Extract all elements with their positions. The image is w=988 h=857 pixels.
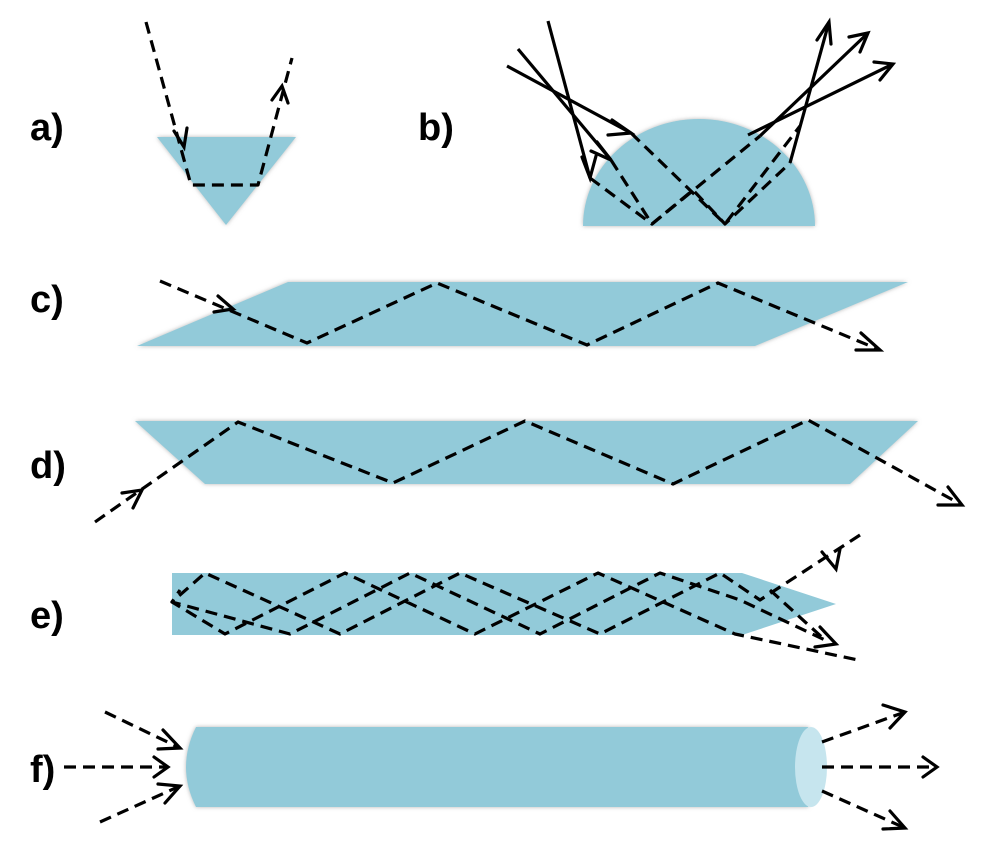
panel-d-ray [94,418,963,524]
panel-f-arrow-in-top [156,728,184,751]
panel-e-ray-2 [170,571,827,642]
panel-b-label: b) [418,107,454,149]
panel-f-arrow-in-middle [152,755,171,779]
panel-e: e) [30,533,861,662]
multi-reflection-slab [172,573,836,635]
panel-a: a) [30,21,296,225]
panel-c: c) [30,279,908,352]
panel-f-label: f) [30,749,55,791]
panel-d: d) [30,418,966,524]
panel-a-label: a) [30,107,64,149]
panel-f-arrow-out-middle [921,755,940,779]
panel-a-ray [144,21,294,187]
panel-b-internal-ray-1 [629,125,802,226]
panel-d-label: d) [30,445,66,487]
panel-e-arrow-out [813,625,840,649]
parallelogram-crystal [137,282,908,346]
panel-e-label: e) [30,595,64,637]
panel-b-incoming-ray-3 [546,20,592,179]
panel-a-arrow-out [270,82,290,105]
panel-f-input-ray-bottom [99,784,181,824]
panel-e-arrow-in [820,547,842,573]
panel-b-outgoing-ray-3 [747,62,894,137]
triangular-crystal [157,137,296,225]
panel-f-arrow-out-bottom [881,809,909,831]
panel-f-arrow-in-bottom [156,782,184,805]
panel-c-label: c) [30,279,64,321]
panel-f: f) [30,703,940,831]
panel-b-arrow-in-3 [580,154,598,184]
hemispherical-crystal [583,119,815,226]
panel-c-ray [159,279,881,352]
fiber-end-face [795,727,827,807]
panel-e-ray-1 [170,533,861,662]
panel-b-arrow-out-1 [815,17,833,46]
panel-c-arrow-in [212,294,237,314]
panel-b-arrow-out-3 [872,60,897,82]
panel-d-arrow-out [936,485,966,507]
panel-f-output-ray-top [821,710,906,744]
panel-f-input-ray-top [104,710,181,750]
panel-c-arrow-out [854,331,885,352]
cylindrical-fiber [186,727,818,807]
panel-a-arrow-in [172,126,189,152]
panel-d-arrow-in [120,487,145,510]
panel-b: b) [418,17,897,226]
panel-f-arrow-out-top [881,703,908,730]
panel-b-arrow-out-2 [847,30,871,54]
panel-f-output-ray-bottom [821,789,906,830]
trapezoidal-crystal [135,421,918,484]
panel-b-outgoing-ray-1 [788,21,831,164]
